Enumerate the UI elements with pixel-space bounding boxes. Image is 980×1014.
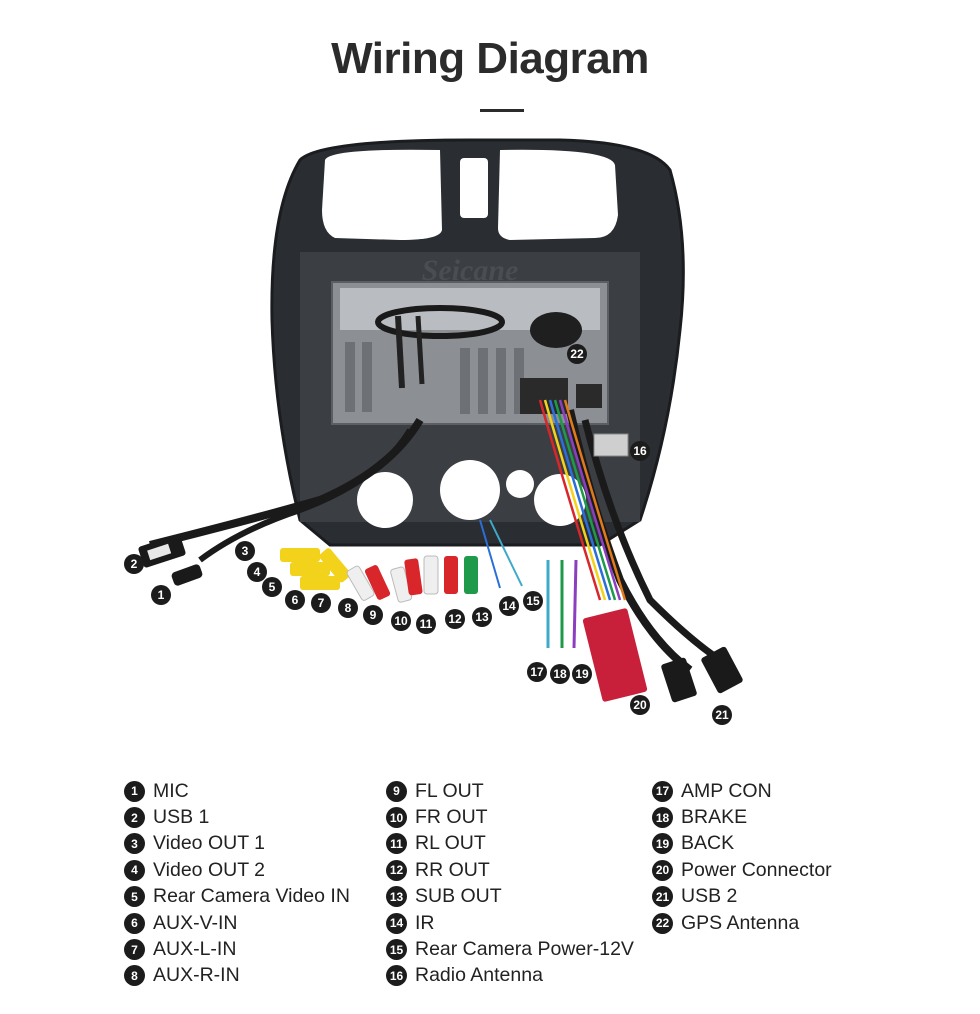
callout-15: 15 (523, 591, 543, 611)
callout-20: 20 (630, 695, 650, 715)
svg-text:19: 19 (575, 667, 589, 681)
svg-text:8: 8 (345, 601, 352, 615)
callout-9: 9 (363, 605, 383, 625)
unit-connector-small (576, 384, 602, 408)
gps-antenna (530, 312, 582, 348)
svg-text:2: 2 (131, 557, 138, 571)
callout-18: 18 (550, 664, 570, 684)
callout-10: 10 (391, 611, 411, 631)
radio-antenna-plug (593, 433, 629, 457)
dash-gauge-hole-b (440, 460, 500, 520)
watermark-text: Seicane (422, 254, 519, 287)
callout-1: 1 (151, 585, 171, 605)
page-title: Wiring Diagram (331, 34, 649, 83)
svg-text:17: 17 (530, 665, 544, 679)
callout-3: 3 (235, 541, 255, 561)
callout-22: 22 (567, 344, 587, 364)
svg-text:21: 21 (715, 708, 729, 722)
callout-5: 5 (262, 577, 282, 597)
callout-7: 7 (311, 593, 331, 613)
unit-connector-block (520, 378, 568, 414)
svg-text:14: 14 (502, 599, 516, 613)
usb2-plug-b (701, 646, 743, 694)
unit-rear-ribs (345, 342, 524, 414)
callout-2: 2 (124, 554, 144, 574)
callout-19: 19 (572, 664, 592, 684)
callout-11: 11 (416, 614, 436, 634)
mic-jack (171, 564, 203, 586)
svg-text:13: 13 (475, 610, 489, 624)
callout-21: 21 (712, 705, 732, 725)
callout-6: 6 (285, 590, 305, 610)
callout-16: 16 (630, 441, 650, 461)
usb2-plug-a (661, 657, 697, 703)
dash-gauge-hole-c (506, 470, 534, 498)
callout-8: 8 (338, 598, 358, 618)
svg-text:1: 1 (158, 588, 165, 602)
svg-text:18: 18 (553, 667, 567, 681)
coiled-cable (375, 305, 505, 339)
svg-text:5: 5 (269, 580, 276, 594)
frame-center-slot (460, 158, 488, 218)
svg-text:11: 11 (420, 617, 433, 631)
svg-text:9: 9 (370, 608, 377, 622)
svg-text:15: 15 (526, 594, 540, 608)
power-connector-plug (582, 608, 648, 702)
svg-text:20: 20 (633, 698, 647, 712)
svg-text:4: 4 (254, 565, 261, 579)
svg-text:7: 7 (318, 596, 325, 610)
frame-opening-right (498, 149, 618, 240)
svg-text:10: 10 (394, 614, 408, 628)
svg-text:6: 6 (292, 593, 299, 607)
dash-gauge-hole-a (357, 472, 413, 528)
antenna-rod-b (415, 315, 425, 385)
harness-trunk-right-2 (581, 419, 722, 663)
svg-text:3: 3 (242, 544, 249, 558)
callout-4: 4 (247, 562, 267, 582)
callout-13: 13 (472, 607, 492, 627)
rca-connectors (280, 519, 523, 603)
callout-14: 14 (499, 596, 519, 616)
power-wire-bundle (538, 399, 627, 601)
title-underline (480, 109, 524, 112)
callout-17: 17 (527, 662, 547, 682)
frame-opening-left (322, 149, 442, 240)
callout-12: 12 (445, 609, 465, 629)
svg-text:16: 16 (633, 444, 647, 458)
lead-back (572, 559, 578, 649)
antenna-rod-a (395, 315, 405, 389)
usb1-port (147, 543, 172, 561)
svg-text:22: 22 (570, 347, 584, 361)
svg-text:12: 12 (448, 612, 462, 626)
harness-trunk-left-2 (198, 428, 413, 563)
